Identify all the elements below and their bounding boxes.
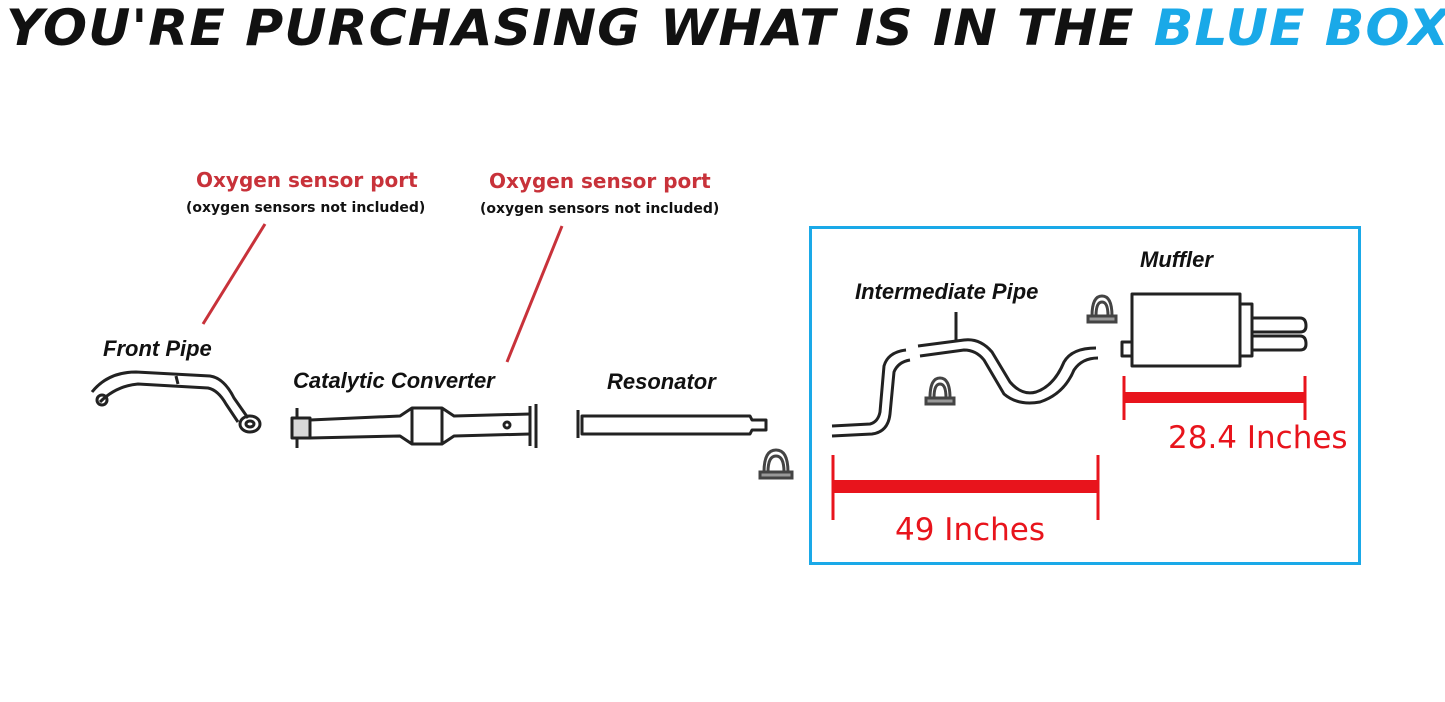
label-catalytic-converter: Catalytic Converter xyxy=(293,368,495,393)
muffler-drawing xyxy=(1120,292,1308,368)
headline-highlight: BLUE BOX xyxy=(1153,0,1445,57)
catalytic-converter-drawing xyxy=(290,404,538,448)
sensor-callout-1-title: Oxygen sensor port xyxy=(196,168,418,192)
label-intermediate-pipe: Intermediate Pipe xyxy=(855,279,1039,304)
measure-muffler-label: 28.4 Inches xyxy=(1168,420,1348,456)
callout-leader-2 xyxy=(505,225,564,363)
resonator-drawing xyxy=(576,410,768,438)
blue-box-frame xyxy=(809,226,1361,565)
clamp-in-box-2 xyxy=(1086,294,1118,324)
sensor-callout-1-note: (oxygen sensors not included) xyxy=(186,200,426,216)
clamp-loose xyxy=(758,448,794,480)
callout-leader-1 xyxy=(201,223,267,325)
intermediate-pipe-drawing xyxy=(831,312,1099,438)
headline: YOU'RE PURCHASING WHAT IS IN THE BLUE BO… xyxy=(6,0,1445,60)
headline-prefix: YOU'RE PURCHASING WHAT IS IN THE xyxy=(6,0,1135,57)
label-muffler: Muffler xyxy=(1140,247,1213,272)
label-front-pipe: Front Pipe xyxy=(103,336,212,361)
clamp-in-box-1 xyxy=(924,376,956,406)
measure-bar-intermediate xyxy=(831,455,1100,520)
measure-bar-muffler xyxy=(1122,376,1307,420)
front-pipe-drawing xyxy=(90,370,262,434)
label-resonator: Resonator xyxy=(607,369,716,394)
measure-intermediate-label: 49 Inches xyxy=(895,512,1046,548)
sensor-callout-2-note: (oxygen sensors not included) xyxy=(480,201,720,217)
sensor-callout-2-title: Oxygen sensor port xyxy=(489,169,711,193)
